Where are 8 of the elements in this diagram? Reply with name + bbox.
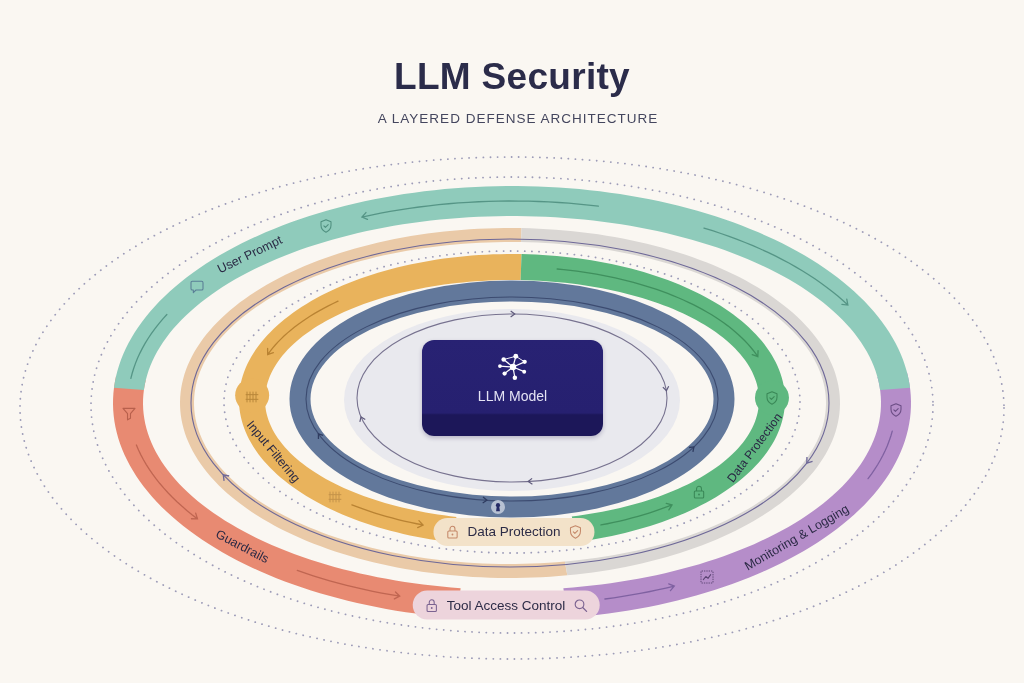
title: LLM Security [394,55,630,99]
model-label: LLM Model [477,388,548,405]
layer-tag [412,590,600,620]
subtitle: A LAYERED DEFENSE ARCHITECTURE [377,110,659,127]
tag-label: Data Protection [467,524,561,540]
tag-label: Tool Access Control [446,597,566,613]
model-card [422,340,603,436]
layer-tag [433,518,595,546]
